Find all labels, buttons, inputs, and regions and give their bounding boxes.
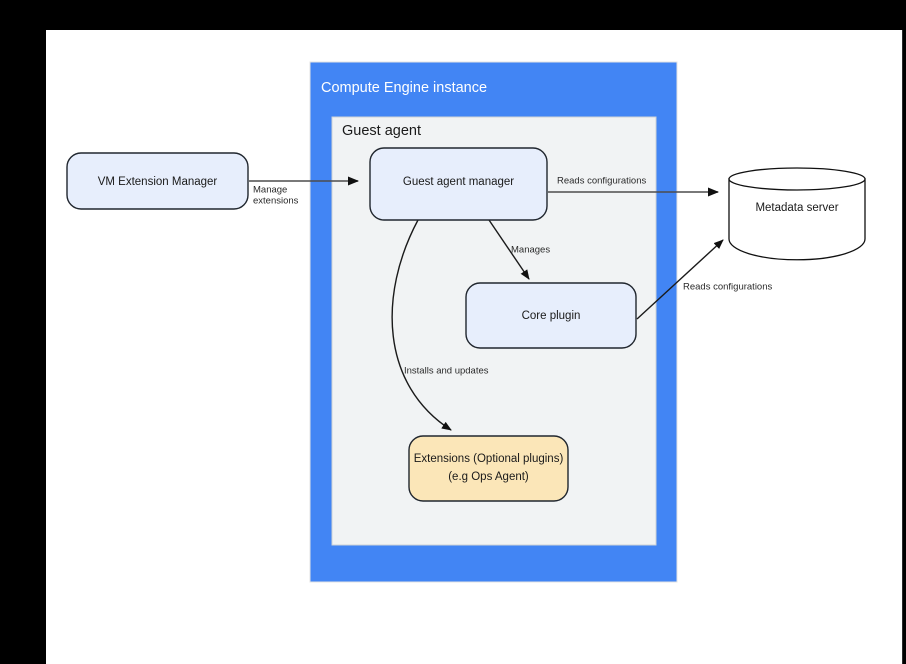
manages-line — [488, 219, 530, 280]
guest-agent-manager-label: Guest agent manager — [403, 176, 514, 188]
guest-agent-title: Guest agent — [342, 123, 421, 139]
metadata-server-top — [728, 167, 866, 191]
node-guest-agent-manager[interactable]: Guest agent manager — [369, 147, 548, 221]
manage-extensions-label-line1: Manage — [253, 185, 287, 196]
extensions-label-line1: Extensions (Optional plugins) — [414, 453, 564, 465]
compute-engine-instance-title: Compute Engine instance — [321, 80, 487, 96]
edge-reads-configurations-manager: Reads configurations — [548, 176, 719, 197]
metadata-server-body[interactable] — [728, 178, 866, 261]
node-core-plugin[interactable]: Core plugin — [465, 282, 637, 349]
installs-and-updates-line — [391, 219, 452, 431]
edge-installs-and-updates: Installs and updates — [391, 219, 489, 431]
vm-extension-manager-box[interactable] — [66, 152, 249, 210]
core-plugin-box[interactable] — [465, 282, 637, 349]
core-plugin-label: Core plugin — [522, 310, 581, 322]
edge-reads-configurations-core-plugin: Reads configurations — [636, 239, 772, 320]
manages-label: Manages — [511, 245, 550, 256]
node-extensions[interactable]: Extensions (Optional plugins) (e.g Ops A… — [408, 435, 569, 502]
metadata-server-label: Metadata server — [755, 202, 838, 214]
installs-and-updates-label: Installs and updates — [404, 366, 489, 377]
guest-agent-manager-box[interactable] — [369, 147, 548, 221]
edge-manage-extensions: Manage extensions — [249, 176, 359, 207]
reads-configurations-core-plugin-line — [636, 239, 724, 320]
extensions-box[interactable] — [408, 435, 569, 502]
vm-extension-manager-label: VM Extension Manager — [98, 176, 218, 188]
manage-extensions-label-line2: extensions — [253, 196, 299, 207]
reads-configurations-core-plugin-label: Reads configurations — [683, 282, 772, 293]
edge-manages: Manages — [488, 219, 550, 280]
reads-configurations-manager-label: Reads configurations — [557, 176, 646, 187]
extensions-label-line2: (e.g Ops Agent) — [448, 471, 529, 483]
node-vm-extension-manager[interactable]: VM Extension Manager — [66, 152, 249, 210]
node-metadata-server[interactable]: Metadata server — [728, 167, 866, 261]
